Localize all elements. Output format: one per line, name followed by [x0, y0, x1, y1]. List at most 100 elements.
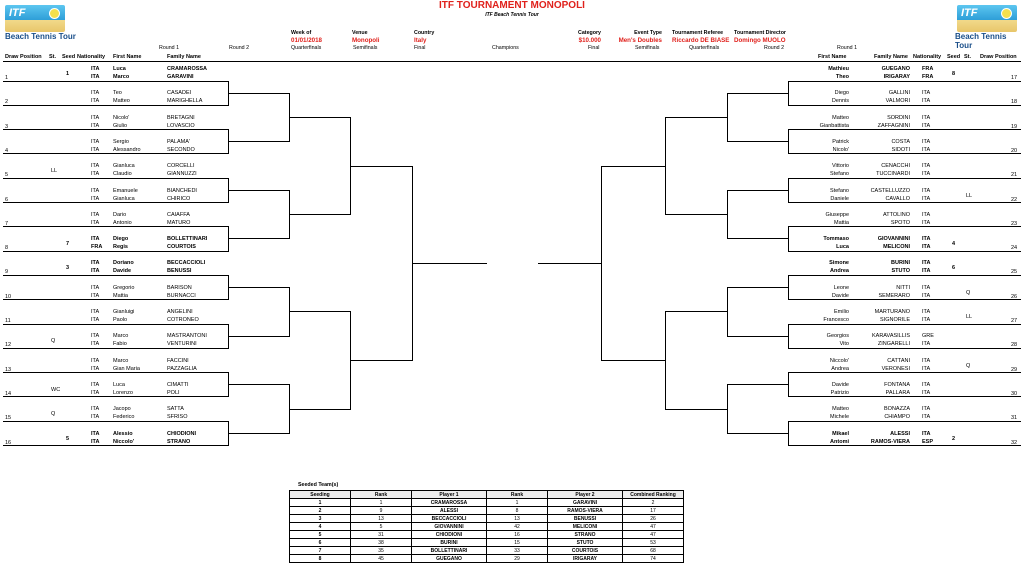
col-header: Seed: [947, 54, 961, 60]
first-name: Paolo: [113, 317, 128, 323]
bracket-line: [228, 238, 289, 240]
draw-position: 23: [1011, 220, 1018, 227]
family-name: CRAMAROSSA: [167, 66, 208, 72]
family-name: CASADEI: [167, 90, 192, 97]
nationality: ITA: [91, 309, 100, 315]
nationality: ITA: [91, 414, 100, 421]
status-label: WC: [51, 386, 61, 393]
nationality: ITA: [91, 260, 100, 267]
bracket-line: [289, 116, 350, 118]
family-name: GIANNUZZI: [167, 171, 197, 178]
first-name: Antonio: [113, 219, 132, 226]
bracket-line: [788, 420, 1021, 422]
family-name: MARIGHELLA: [167, 98, 203, 105]
family-name: PALLARA: [885, 389, 910, 396]
status-label: LL: [51, 168, 58, 175]
status-label: Q: [51, 411, 56, 418]
seeded-cell: 8: [486, 506, 548, 515]
first-name: Federico: [113, 414, 135, 421]
seeded-cell: 2: [289, 506, 351, 515]
nationality: ITA: [91, 438, 100, 445]
field-label: Country: [414, 30, 435, 36]
nationality: ITA: [922, 357, 931, 364]
seeded-cell: CHIODIONI: [411, 530, 487, 539]
bracket-line: [3, 202, 228, 203]
nationality: ITA: [922, 187, 931, 194]
seeded-cell: 45: [350, 554, 412, 563]
bracket-line: [228, 141, 289, 143]
nationality: ITA: [922, 341, 931, 348]
bracket-line: [788, 153, 1021, 155]
field-label: Category: [578, 30, 601, 36]
bracket-line: [665, 408, 727, 410]
nationality: ITA: [91, 138, 100, 145]
itf-logo-mark: ITF: [961, 7, 978, 19]
itf-logo-right: ITF: [957, 5, 1017, 32]
seed-label: 1: [66, 71, 70, 77]
col-header: Family Name: [167, 54, 201, 60]
seed-label: 6: [952, 265, 956, 272]
family-name: NITTI: [896, 284, 910, 291]
first-name: Emanuele: [113, 187, 138, 194]
family-name: SIDOTI: [891, 146, 910, 153]
bracket-line: [727, 238, 788, 240]
bracket-line: [228, 92, 289, 94]
first-name: Claudio: [113, 171, 132, 178]
first-name: Patrizio: [830, 389, 849, 396]
bracket-line: [228, 189, 289, 191]
nationality: ITA: [91, 268, 100, 275]
seeded-cell: 68: [622, 546, 684, 555]
seeded-cell: 47: [622, 522, 684, 531]
nationality: ITA: [922, 309, 931, 315]
bracket-line: [289, 408, 350, 410]
seeded-cell: GUEGANO: [411, 554, 487, 563]
family-name: COTRONEO: [167, 317, 199, 323]
bracket-line: [3, 445, 228, 446]
seeded-cell: RAMOS-VIERA: [547, 506, 623, 515]
page-title: ITF TOURNAMENT MONOPOLI: [439, 0, 585, 11]
draw-position: 29: [1011, 366, 1018, 373]
seeded-cell: 16: [486, 530, 548, 539]
bracket-line: [788, 299, 1021, 301]
draw-position: 14: [5, 390, 12, 397]
bracket-line: [3, 226, 228, 228]
bracket-line: [3, 299, 228, 301]
nationality: ITA: [91, 219, 100, 226]
family-name: FACCINI: [167, 357, 189, 364]
draw-position: 15: [5, 415, 12, 422]
family-name: PALAMA': [167, 138, 190, 145]
col-header: Family Name: [874, 54, 908, 60]
bracket-line: [665, 311, 727, 313]
first-name: Antomi: [830, 438, 849, 445]
seeded-cell: BECCACCIOLI: [411, 514, 487, 523]
col-header: First Name: [113, 54, 142, 60]
nationality: ITA: [922, 365, 931, 372]
seeded-cell: 1: [486, 498, 548, 507]
family-name: BOLLETTINARI: [167, 236, 208, 243]
first-name: Stefano: [830, 171, 849, 178]
bracket-line: [788, 226, 1021, 228]
bracket-line: [788, 80, 789, 106]
field-value: Domingo MUOLO: [734, 37, 786, 44]
field-value: Riccardo DE BIASE: [672, 37, 730, 44]
first-name: Gianluigi: [113, 309, 135, 315]
family-name: FONTANA: [884, 381, 910, 388]
nationality: ITA: [922, 292, 931, 299]
seeded-cell: GIOVANNINI: [411, 522, 487, 531]
bracket-line: [727, 287, 788, 289]
seed-label: 5: [66, 435, 70, 442]
seeded-header: Seeding: [289, 490, 351, 499]
round-label: Final: [588, 45, 600, 51]
bracket-line: [3, 420, 228, 422]
bracket-line: [3, 153, 228, 155]
bracket-line: [788, 323, 789, 349]
nationality: ITA: [922, 98, 931, 105]
nationality: ITA: [91, 122, 100, 129]
round-label: Final: [414, 45, 426, 51]
first-name: Matteo: [113, 98, 130, 105]
seed-label: 7: [66, 241, 70, 248]
bracket-line: [788, 226, 789, 252]
first-name: Simone: [829, 260, 849, 267]
